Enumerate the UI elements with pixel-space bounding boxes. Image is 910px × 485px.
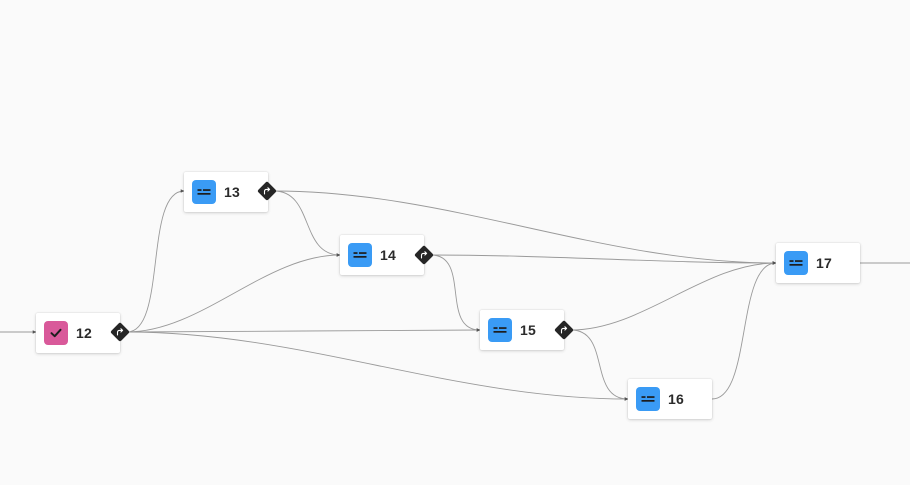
form-icon bbox=[636, 387, 660, 411]
edge-16-to-17 bbox=[711, 261, 777, 400]
form-icon bbox=[348, 243, 372, 267]
node-label: 17 bbox=[816, 255, 832, 271]
form-icon bbox=[784, 251, 808, 275]
edge-14-to-15 bbox=[430, 254, 481, 332]
edges-layer bbox=[0, 189, 910, 401]
node-label: 16 bbox=[668, 391, 684, 407]
flow-node-14[interactable]: 14 bbox=[340, 235, 424, 275]
node-label: 14 bbox=[380, 247, 396, 263]
redirect-arrow-icon bbox=[560, 326, 568, 334]
edge-15-to-16 bbox=[570, 329, 629, 401]
edge-14-to-17 bbox=[430, 254, 777, 265]
redirect-arrow-icon bbox=[420, 251, 428, 259]
edge-12-to-16 bbox=[126, 331, 629, 401]
branch-handle-14[interactable] bbox=[414, 245, 434, 265]
redirect-arrow-icon bbox=[263, 187, 271, 195]
check-icon bbox=[44, 321, 68, 345]
flow-node-12[interactable]: 12 bbox=[36, 313, 120, 353]
node-label: 15 bbox=[520, 322, 536, 338]
node-label: 13 bbox=[224, 184, 240, 200]
redirect-arrow-icon bbox=[116, 328, 124, 336]
node-label: 12 bbox=[76, 325, 92, 341]
edge-12-to-14 bbox=[126, 253, 341, 333]
branch-handle-15[interactable] bbox=[554, 320, 574, 340]
branch-handle-12[interactable] bbox=[110, 322, 130, 342]
flow-node-13[interactable]: 13 bbox=[184, 172, 268, 212]
form-icon bbox=[488, 318, 512, 342]
edge-12-to-15 bbox=[126, 328, 481, 333]
flow-node-15[interactable]: 15 bbox=[480, 310, 564, 350]
edge-15-to-17 bbox=[570, 261, 777, 331]
edge-12-to-13 bbox=[126, 189, 185, 333]
form-icon bbox=[192, 180, 216, 204]
flow-node-16[interactable]: 16 bbox=[628, 379, 712, 419]
flow-node-17[interactable]: 17 bbox=[776, 243, 860, 283]
branch-handle-13[interactable] bbox=[257, 181, 277, 201]
edge-13-to-17 bbox=[273, 190, 777, 265]
edge-13-to-14 bbox=[273, 190, 341, 257]
